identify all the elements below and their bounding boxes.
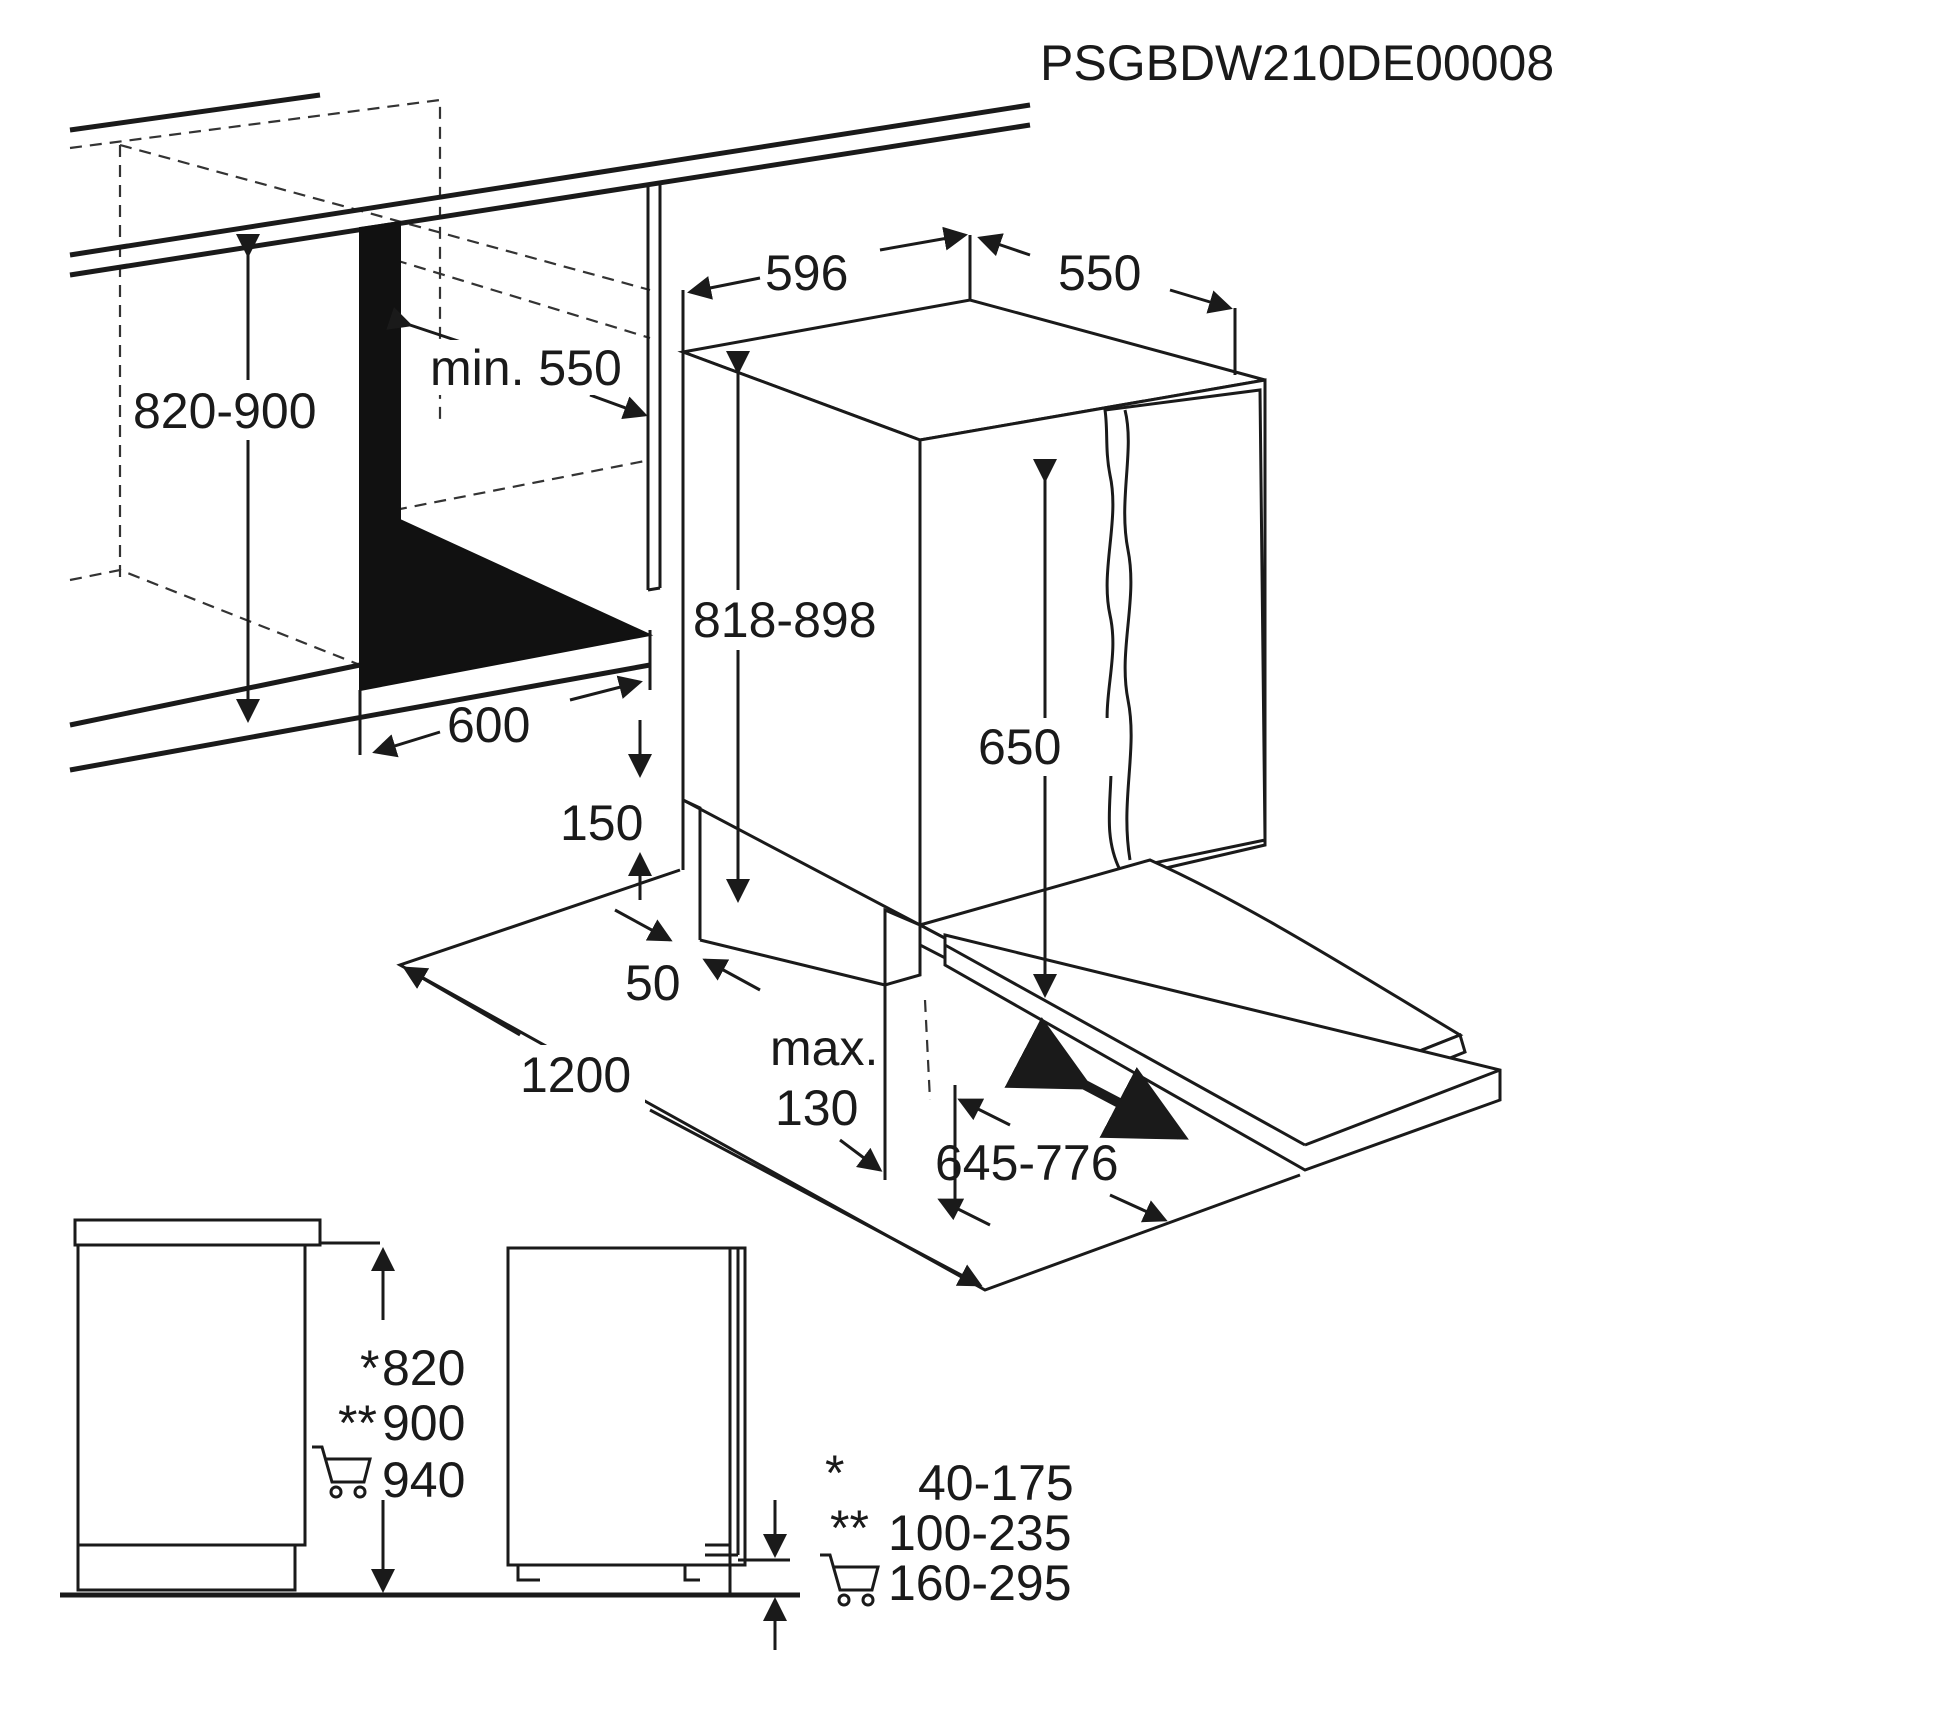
height-prefix-1: * — [360, 1340, 379, 1396]
opening-depth-label: 1200 — [520, 1047, 631, 1103]
door-slide-arrow — [1004, 1017, 1189, 1140]
niche-width-label: 600 — [447, 697, 530, 753]
range-value-1: 40-175 — [918, 1455, 1074, 1511]
niche-shape — [359, 220, 654, 692]
appliance-depth-label: 550 — [1058, 245, 1141, 301]
range-prefix-1: * — [825, 1445, 844, 1501]
range-value-3: 160-295 — [888, 1555, 1072, 1611]
diagram-code: PSGBDW210DE00008 — [1040, 35, 1554, 91]
shopping-cart-icon — [312, 1445, 372, 1499]
height-value-2: 900 — [382, 1395, 465, 1451]
max-value-label: 130 — [775, 1080, 858, 1136]
worktop-profile — [73, 1218, 322, 1247]
shopping-cart-icon — [820, 1553, 880, 1607]
panel-range-label: 645-776 — [935, 1135, 1119, 1191]
height-value-1: 820 — [382, 1340, 465, 1396]
height-prefix-2: ** — [338, 1395, 377, 1451]
door-height-label: 650 — [978, 719, 1061, 775]
range-value-2: 100-235 — [888, 1505, 1072, 1561]
plinth-height-label: 150 — [560, 795, 643, 851]
max-label: max. — [770, 1020, 878, 1076]
appliance-width-label: 596 — [765, 245, 848, 301]
height-value-3: 940 — [382, 1452, 465, 1508]
niche-height-label: 820-900 — [133, 383, 317, 439]
appliance-height-label: 818-898 — [693, 592, 877, 648]
range-prefix-2: ** — [830, 1500, 869, 1556]
plinth-offset-label: 50 — [625, 955, 681, 1011]
niche-drawing: 820-900 min. 550 600 — [69, 92, 1031, 773]
appliance-drawing: 596 550 818-898 650 150 50 1200 max. 130 — [396, 226, 1502, 1292]
niche-depth-label: min. 550 — [430, 340, 622, 396]
side-view-left: * 820 ** 900 940 — [60, 1218, 465, 1598]
side-view-right: * 40-175 ** 100-235 160-295 — [60, 1246, 1074, 1650]
